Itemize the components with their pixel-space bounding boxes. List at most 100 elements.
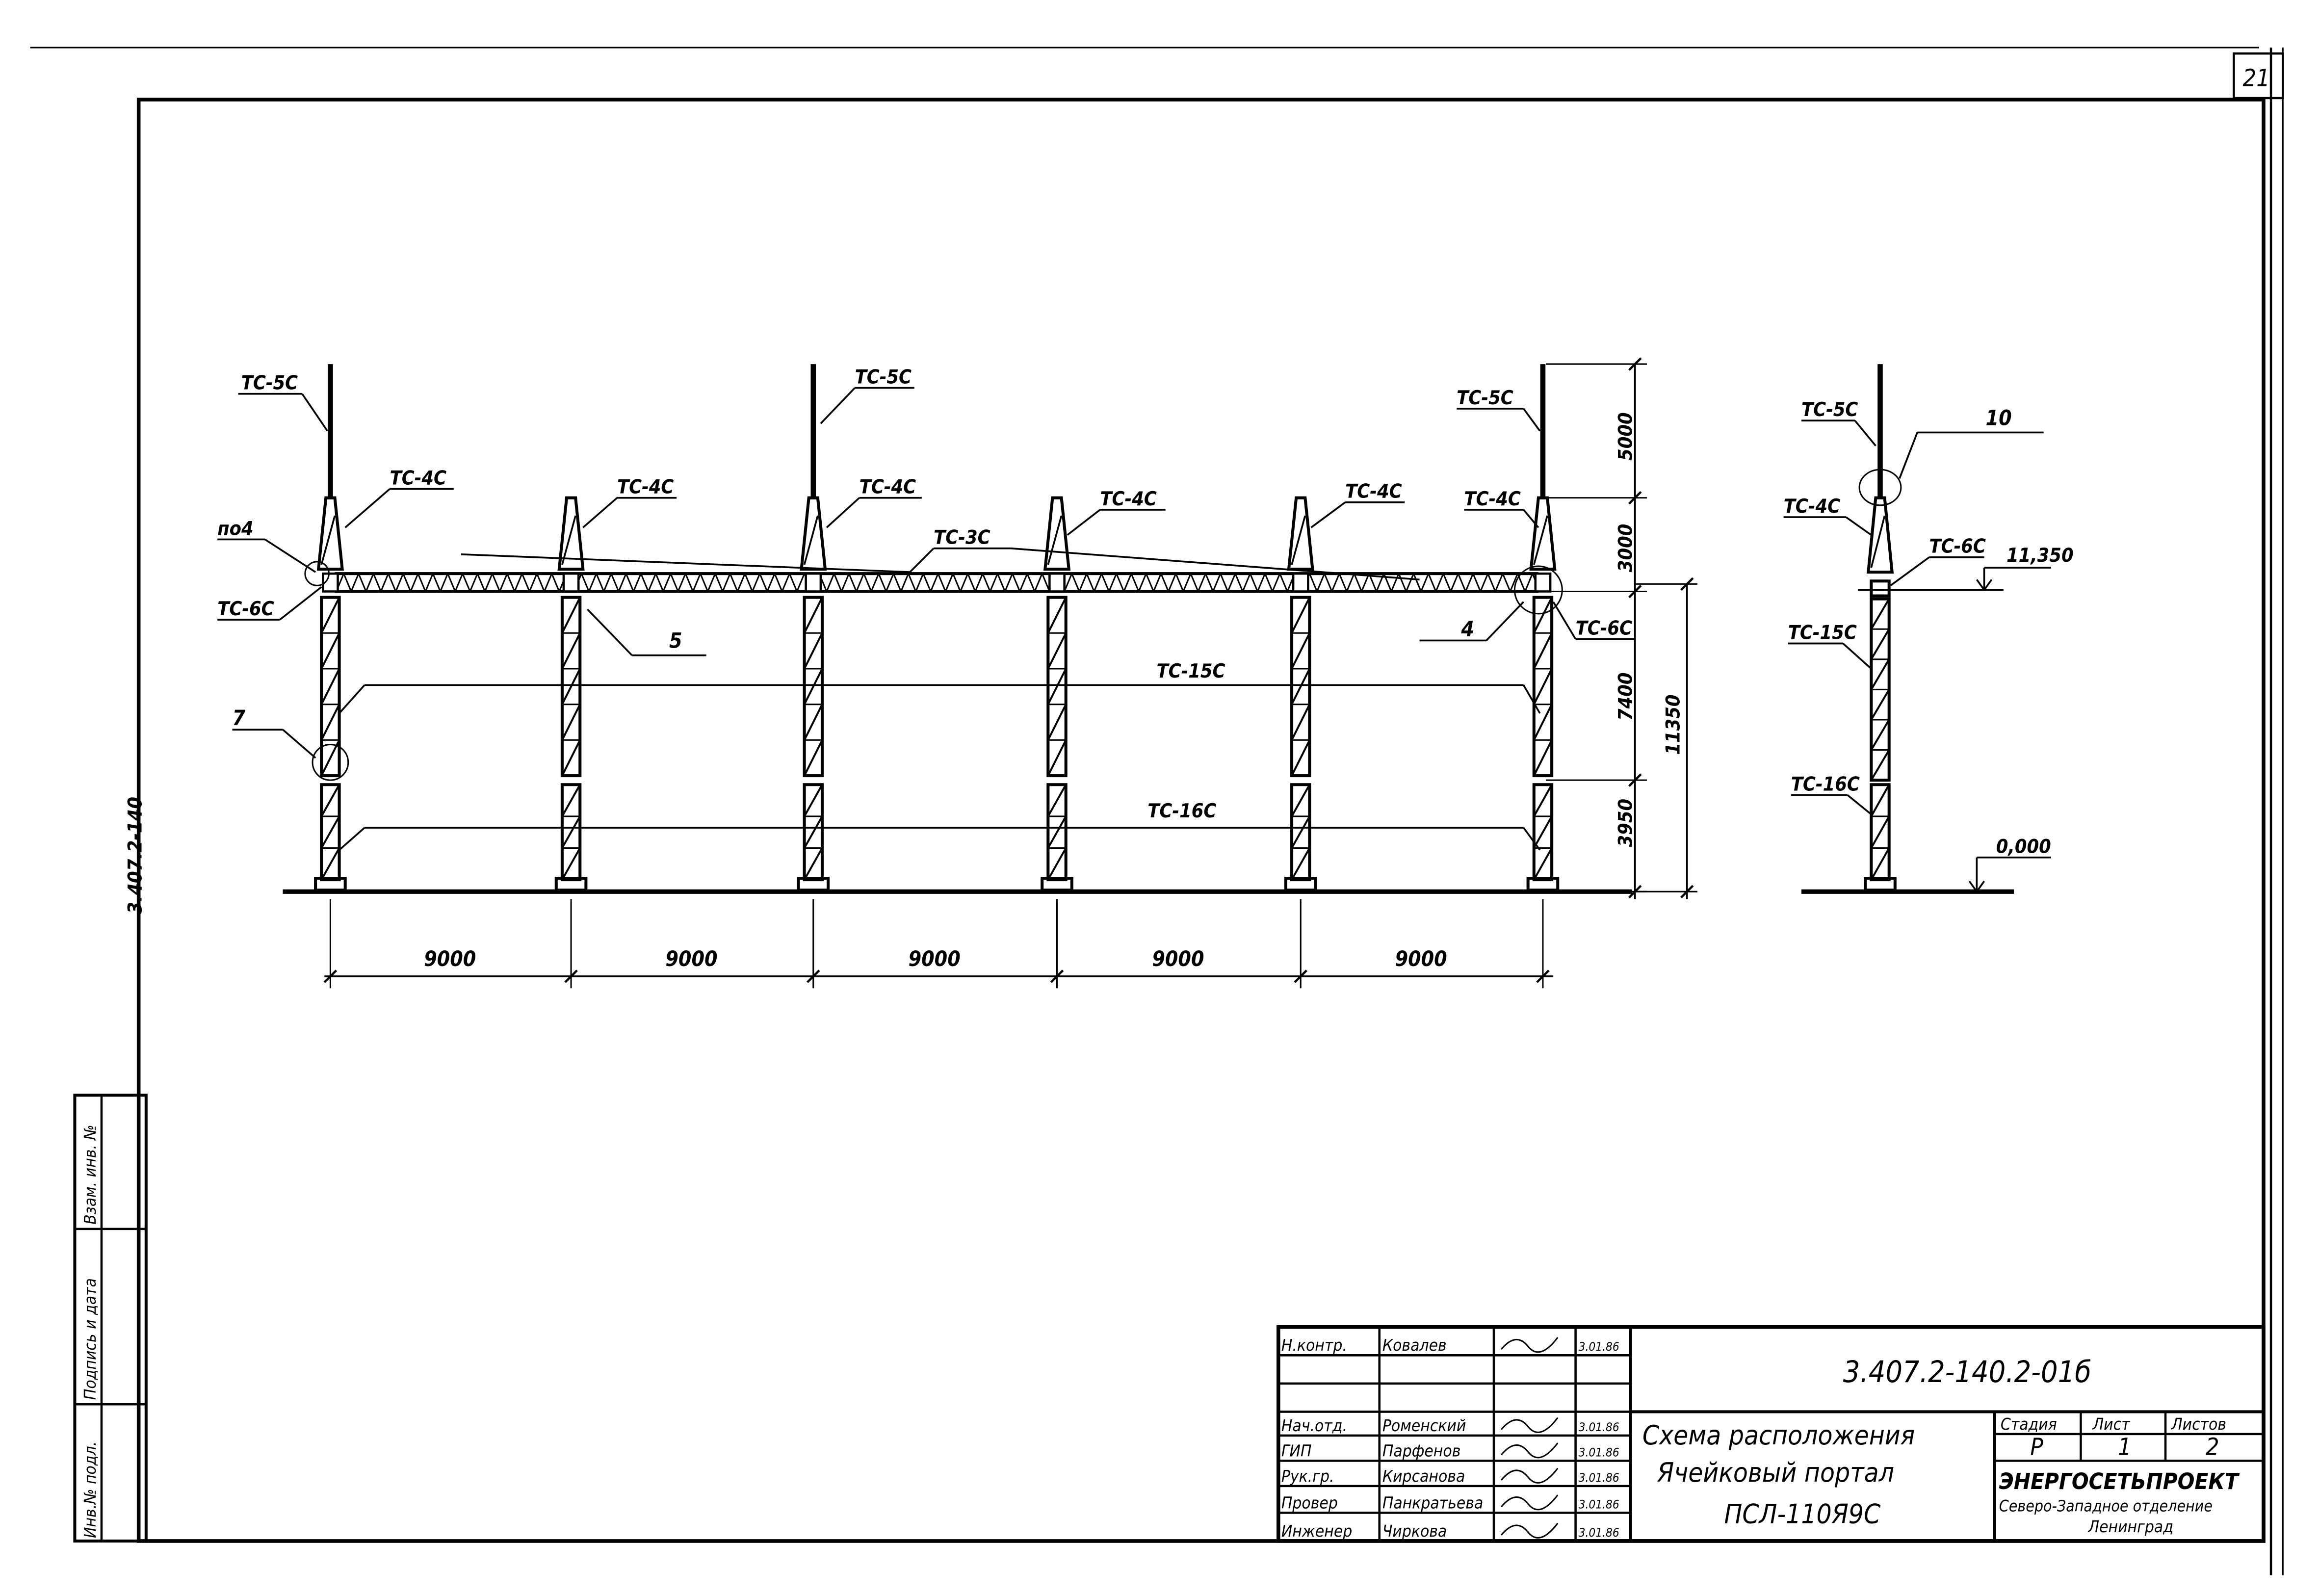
beam-lattice [736,573,746,592]
lattice-diagonal [803,597,823,634]
node-tc-6c [805,572,822,593]
dim-span-3: 9000 [909,947,961,971]
lattice-diagonal [561,847,581,881]
signature-role: Рук.гр. [1281,1466,1334,1486]
label-node-left: ТС-6С [217,598,274,620]
callout-5: 5 [669,629,682,653]
cap-tc-4c [1287,496,1314,571]
dim-tick [807,969,820,983]
beam-lattice [662,573,672,592]
lattice-diagonal [1291,632,1311,669]
beam-lattice [610,573,620,592]
elevation-arrow [1976,579,1985,591]
signature-date: 3.01.86 [1579,1497,1619,1511]
beam-lattice [1450,573,1459,592]
lattice-diagonal [1047,847,1067,881]
beam-lattice [1524,573,1534,592]
beam-lattice [358,573,367,592]
dim-span-2: 9000 [665,947,717,971]
leader-line [282,729,316,759]
beam-lattice [1204,573,1214,592]
lattice-diagonal [1870,749,1890,781]
column-upper-tc-15c [1290,596,1311,778]
dim-height-upper: 7400 [1615,672,1637,721]
dim-tick [1536,969,1550,983]
lattice-diagonal [803,704,823,741]
beam-lattice [937,573,946,592]
lattice-diagonal [561,704,581,741]
dim-tick [323,969,338,983]
side-label-upper-column: ТС-15С [1788,621,1857,644]
sheet-header: Лист [2092,1414,2131,1434]
beam-lattice [989,573,998,592]
lattice-diagonal [1870,847,1890,881]
beam-lattice [908,573,917,592]
detail-circle-po4 [304,561,330,586]
lattice-diagonal [1047,815,1067,849]
title-line-3: ПСЛ-110Я9С [1724,1498,1881,1530]
beam-lattice [447,573,456,592]
detail-circle-10 [1858,469,1902,506]
beam-lattice [1338,573,1348,592]
beam-lattice [1071,573,1080,592]
beam-lattice [632,573,642,592]
cap-brace [1870,515,1886,568]
lattice-diagonal [1533,668,1553,705]
cap-brace [561,515,576,565]
lattice-diagonal [1291,597,1311,634]
leader-line [279,586,322,621]
portal-column-2 [554,496,588,892]
beam-lattice [395,573,404,592]
dim-span-1: 9000 [424,947,476,971]
beam-lattice [1442,573,1452,592]
beam-lattice [863,573,872,592]
cap-brace [1047,515,1063,565]
beam-lattice [848,573,858,592]
beam-lattice [648,573,657,592]
signature-date: 3.01.86 [1579,1471,1619,1485]
lattice-diagonal [320,668,340,705]
column-upper-tc-15c [1046,596,1068,778]
column-upper-tc-15c [1532,596,1554,778]
beam-lattice [1108,573,1118,592]
leader-line [339,827,365,851]
cap-brace [803,515,819,565]
beam-lattice [544,573,553,592]
node-tc-6c [1292,572,1309,593]
beam-lattice [365,573,374,592]
beam-lattice [372,573,382,592]
signature-role: ГИП [1281,1441,1312,1460]
beam-lattice [1465,573,1474,592]
beam-lattice [1130,573,1140,592]
beam-lattice [424,573,434,592]
title-line-1: Схема расположения [1642,1419,1915,1451]
column-lower-tc-16c [320,783,341,882]
cap-tc-4c [1043,496,1071,571]
leader-line [1890,556,1930,586]
lattice-diagonal [1533,847,1553,881]
side-callout-10: 10 [1986,406,2012,430]
beam-lattice [1264,573,1274,592]
lattice-diagonal [320,847,340,881]
dim-tick [1628,491,1642,505]
leader-line [301,393,328,432]
beam-lattice [528,573,538,592]
column-base [554,877,588,892]
label-lower-column: ТС-16С [1147,800,1216,822]
beam-lattice [432,573,441,592]
lattice-diagonal [1533,704,1553,741]
lattice-diagonal [561,815,581,849]
lattice-diagonal [320,597,340,634]
frame: 21 3.407.2-140 [30,47,2284,1575]
label-cap-5: ТС-4С [1345,480,1402,503]
leader-line [1522,684,1541,714]
lattice-diagonal [561,668,581,705]
beam-lattice [870,573,880,592]
label-cap-1: ТС-4С [390,467,446,489]
beam-lattice [1116,573,1125,592]
beam-lattice [588,573,597,592]
lattice-diagonal [1533,784,1553,817]
title-line-2: Ячейковый портал [1657,1457,1894,1488]
node-tc-6c [1870,579,1891,598]
